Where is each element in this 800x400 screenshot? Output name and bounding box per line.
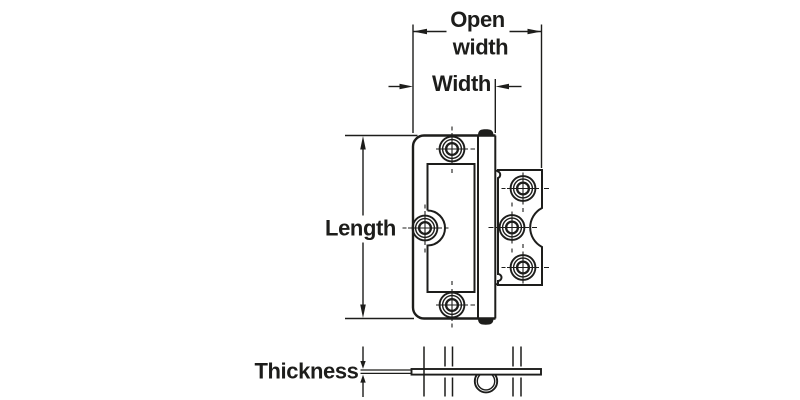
knuckle-top-cap <box>478 129 494 136</box>
knuckle <box>477 129 497 325</box>
dim-thickness: Thickness <box>254 346 366 397</box>
screw-hole <box>509 254 537 281</box>
screw-hole <box>438 135 466 163</box>
right-leaf-knuckle-joints <box>495 169 498 286</box>
arrowhead-up <box>360 374 366 383</box>
left-leaf-cutout <box>426 163 476 293</box>
arrowhead-left <box>413 28 427 35</box>
front-view <box>402 126 549 328</box>
dim-open-width: Open width <box>412 7 543 168</box>
dim-width: Width <box>388 71 522 133</box>
side-view <box>360 346 542 397</box>
screw-hole <box>411 214 439 242</box>
arrowhead-right <box>527 28 542 35</box>
right-leaf <box>495 169 543 286</box>
side-view-leaf-bar <box>410 368 542 376</box>
width-label: Width <box>432 71 491 96</box>
open-width-label-line1: Open <box>450 7 505 32</box>
screw-hole <box>498 214 526 241</box>
screw-holes <box>411 135 537 319</box>
screw-hole <box>438 291 466 319</box>
side-view-thin-plate <box>360 369 412 374</box>
thickness-label: Thickness <box>254 359 358 384</box>
arrowhead-right <box>495 83 509 90</box>
screw-hole-centerlines <box>402 126 549 328</box>
screw-hole <box>509 175 537 202</box>
arrowhead-bottom <box>360 304 366 318</box>
break-lines <box>423 346 522 397</box>
arrowhead-left <box>399 83 413 90</box>
open-width-label-line2: width <box>452 35 508 60</box>
arrowhead-top <box>360 136 366 150</box>
dim-length: Length <box>325 134 418 320</box>
length-label: Length <box>325 216 396 241</box>
arrowhead-down <box>360 361 366 369</box>
knuckle-bottom-cap <box>478 318 494 325</box>
right-leaf-outline <box>497 169 543 286</box>
